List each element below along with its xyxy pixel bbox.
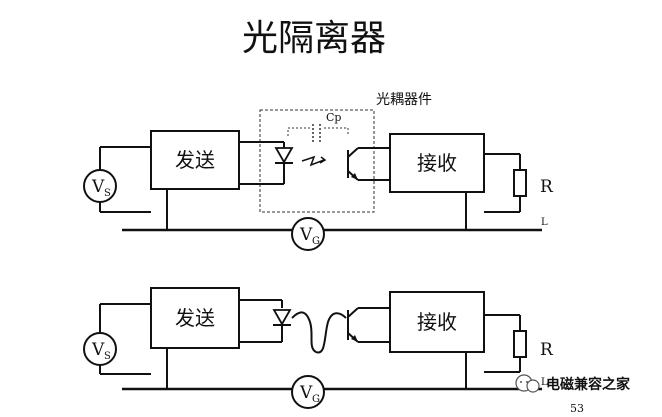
watermark: 电磁兼容之家 [515,374,631,393]
receiver-box-bottom [389,291,485,353]
sender-box-bottom [150,287,240,349]
source-vs-sub-bottom: S [104,351,111,362]
receiver-label: 接收 [417,151,457,175]
ground-vg-label: V [299,225,313,245]
load-sub: L [541,217,548,228]
load-resistor-bottom [513,330,527,358]
wavy-wire [291,311,347,354]
load-label-bottom: R [540,340,554,360]
cp-label: Cp [326,111,341,124]
phototransistor-bottom [347,307,390,343]
load-sub-bottom: L [541,377,548,388]
load-label: R [540,177,554,197]
top-circuit: 光耦器件 Cp V S 发送 [83,92,554,251]
ground-source-vg-bottom [291,375,325,409]
source-vs-sub: S [104,188,111,199]
load-resistor [513,169,527,197]
sender-label: 发送 [175,148,215,172]
ground-vg-label-bottom: V [299,383,313,403]
sender-box [150,130,240,190]
receiver-label-bottom: 接收 [417,310,457,334]
source-vs-label: V [91,177,105,197]
receiver-box [389,133,485,193]
optocoupler-label: 光耦器件 [376,92,432,108]
led-diode-bottom [272,309,292,326]
led-diode [274,147,294,164]
slide-title: 光隔离器 [242,18,386,59]
watermark-text: 电磁兼容之家 [546,376,631,393]
ground-source-vg [291,217,325,251]
optocoupler-boundary [259,109,375,213]
source-vs-label-bottom: V [91,340,105,360]
parasitic-capacitance: Cp [287,111,349,142]
bottom-circuit: V S 发送 接收 [83,287,554,409]
phototransistor [347,147,390,181]
page-number: 53 [570,402,584,415]
ground-vg-sub-bottom: G [312,394,320,405]
ground-vg-sub: G [312,236,320,247]
light-signal-icon [301,155,327,167]
sender-label-bottom: 发送 [175,306,215,330]
